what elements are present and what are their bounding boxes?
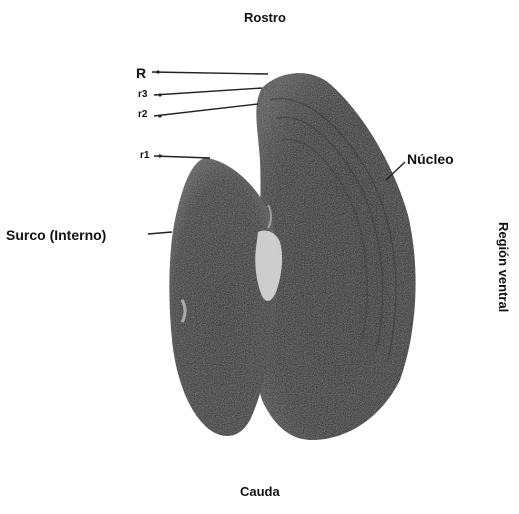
sulcus-label: Surco (Interno) bbox=[6, 228, 106, 242]
nucleus-label: Núcleo bbox=[407, 152, 454, 166]
label-r2: r2 bbox=[138, 110, 147, 120]
ventral-region-label: Región ventral bbox=[497, 222, 510, 312]
label-R: R bbox=[136, 66, 146, 80]
label-r1: r1 bbox=[140, 151, 149, 161]
label-r3: r3 bbox=[138, 90, 147, 100]
cauda-label: Cauda bbox=[240, 485, 280, 498]
rostrum-label: Rostro bbox=[244, 11, 286, 24]
